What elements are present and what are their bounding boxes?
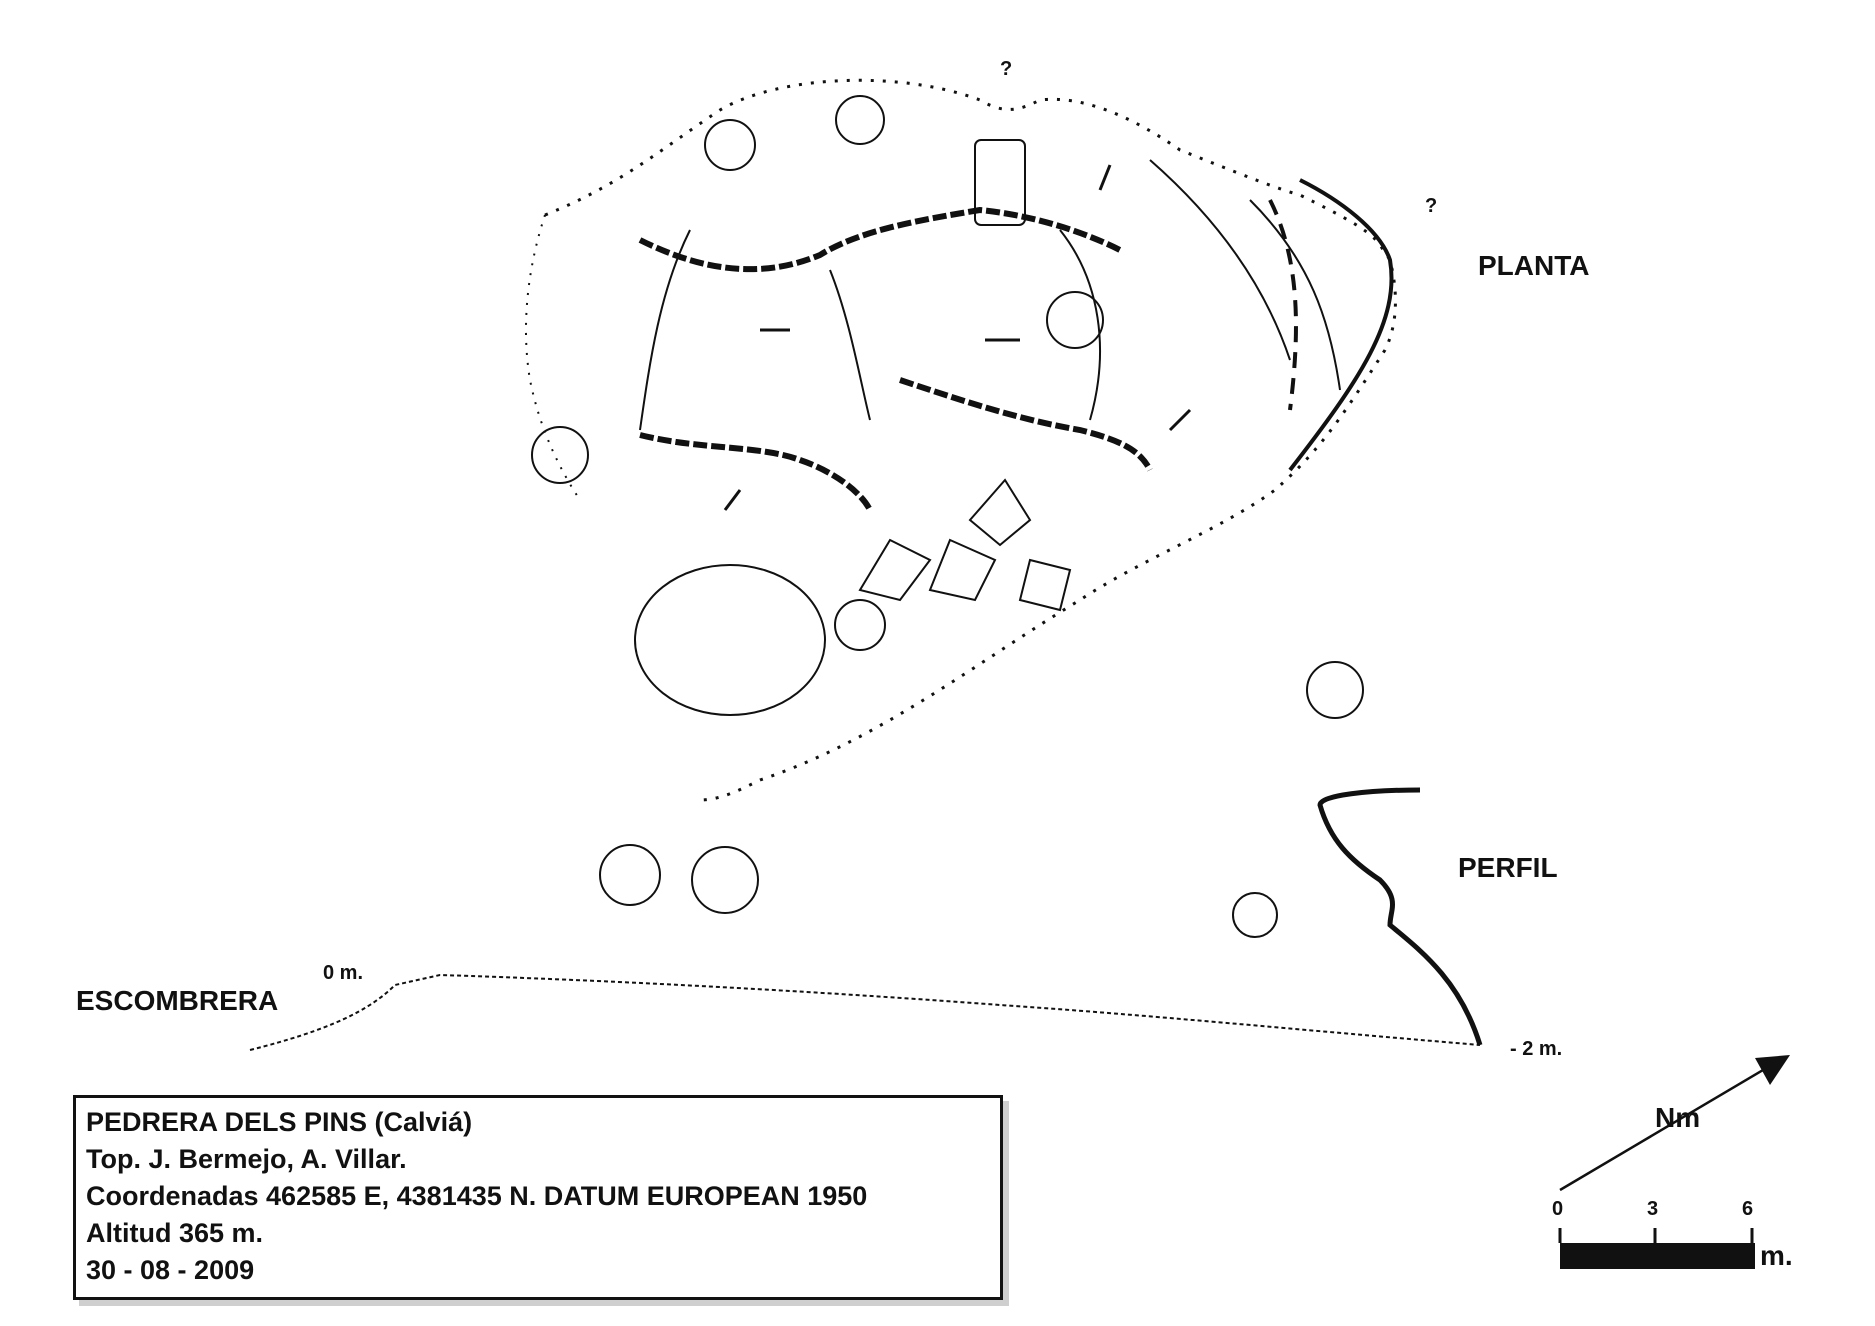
info-authors: Top. J. Bermejo, A. Villar.: [86, 1144, 407, 1174]
unknown-marker: ?: [1000, 58, 1013, 80]
terrace-wall-lower: [899, 377, 1153, 472]
north-label: Nm: [1655, 1102, 1701, 1133]
dashed-boundary: [1268, 199, 1298, 411]
scale-unit: m.: [1760, 1240, 1793, 1271]
planta-label: PLANTA: [1478, 250, 1590, 281]
arrow-icon: [1168, 408, 1192, 432]
scale-tick-0: 0: [1552, 1198, 1564, 1220]
tree-icon: [704, 119, 756, 171]
cliff-edge: [1288, 178, 1394, 472]
stone-pile: [634, 564, 826, 716]
arrow-icon: [723, 489, 742, 511]
tree-icon: [1046, 291, 1104, 349]
minus-two-depth-label: - 2 m.: [1510, 1038, 1563, 1060]
info-title: PEDRERA DELS PINS (Calviá): [86, 1107, 473, 1137]
arrow-icon: [1098, 164, 1112, 191]
tree-icon: [834, 599, 886, 651]
tree-icon: [691, 846, 759, 914]
contour-2: [829, 269, 871, 421]
zero-depth-label: 0 m.: [323, 962, 364, 984]
contour-4: [1149, 159, 1291, 361]
tree-icon: [1232, 892, 1278, 938]
north-arrow-line: [1559, 1058, 1781, 1192]
info-coordinates: Coordenadas 462585 E, 4381435 N. DATUM E…: [86, 1181, 868, 1211]
scale-tick-6: 6: [1742, 1198, 1754, 1220]
perfil-label: PERFIL: [1458, 852, 1558, 883]
info-date: 30 - 08 - 2009: [86, 1255, 255, 1285]
info-altitude: Altitud 365 m.: [86, 1218, 264, 1248]
tree-icon: [531, 426, 589, 484]
unknown-marker: ?: [1425, 195, 1438, 217]
profile-ground: [249, 973, 1481, 1051]
contour-1: [639, 229, 691, 431]
boulder: [1018, 558, 1072, 612]
tree-icon: [835, 95, 885, 145]
terrace-wall-upper: [638, 206, 1122, 273]
profile-wall: [1317, 787, 1483, 1046]
contour-5: [1249, 199, 1341, 391]
escombrera-label: ESCOMBRERA: [76, 985, 279, 1016]
contour-3: [1059, 229, 1101, 421]
scale-bar: [1558, 1228, 1755, 1269]
plan-outline: [544, 78, 1397, 802]
north-arrow-head: [1755, 1055, 1790, 1085]
plan-outline-west: [524, 214, 581, 501]
info-box: PEDRERA DELS PINS (Calviá) Top. J. Berme…: [73, 1095, 1003, 1300]
boulder: [858, 538, 932, 602]
scale-tick-3: 3: [1647, 1198, 1659, 1220]
boulder: [968, 478, 1032, 547]
boulder: [928, 538, 997, 602]
tree-icon: [599, 844, 661, 906]
pillar: [974, 139, 1026, 226]
terrace-wall-middle: [639, 432, 873, 512]
tree-icon: [1306, 661, 1364, 719]
